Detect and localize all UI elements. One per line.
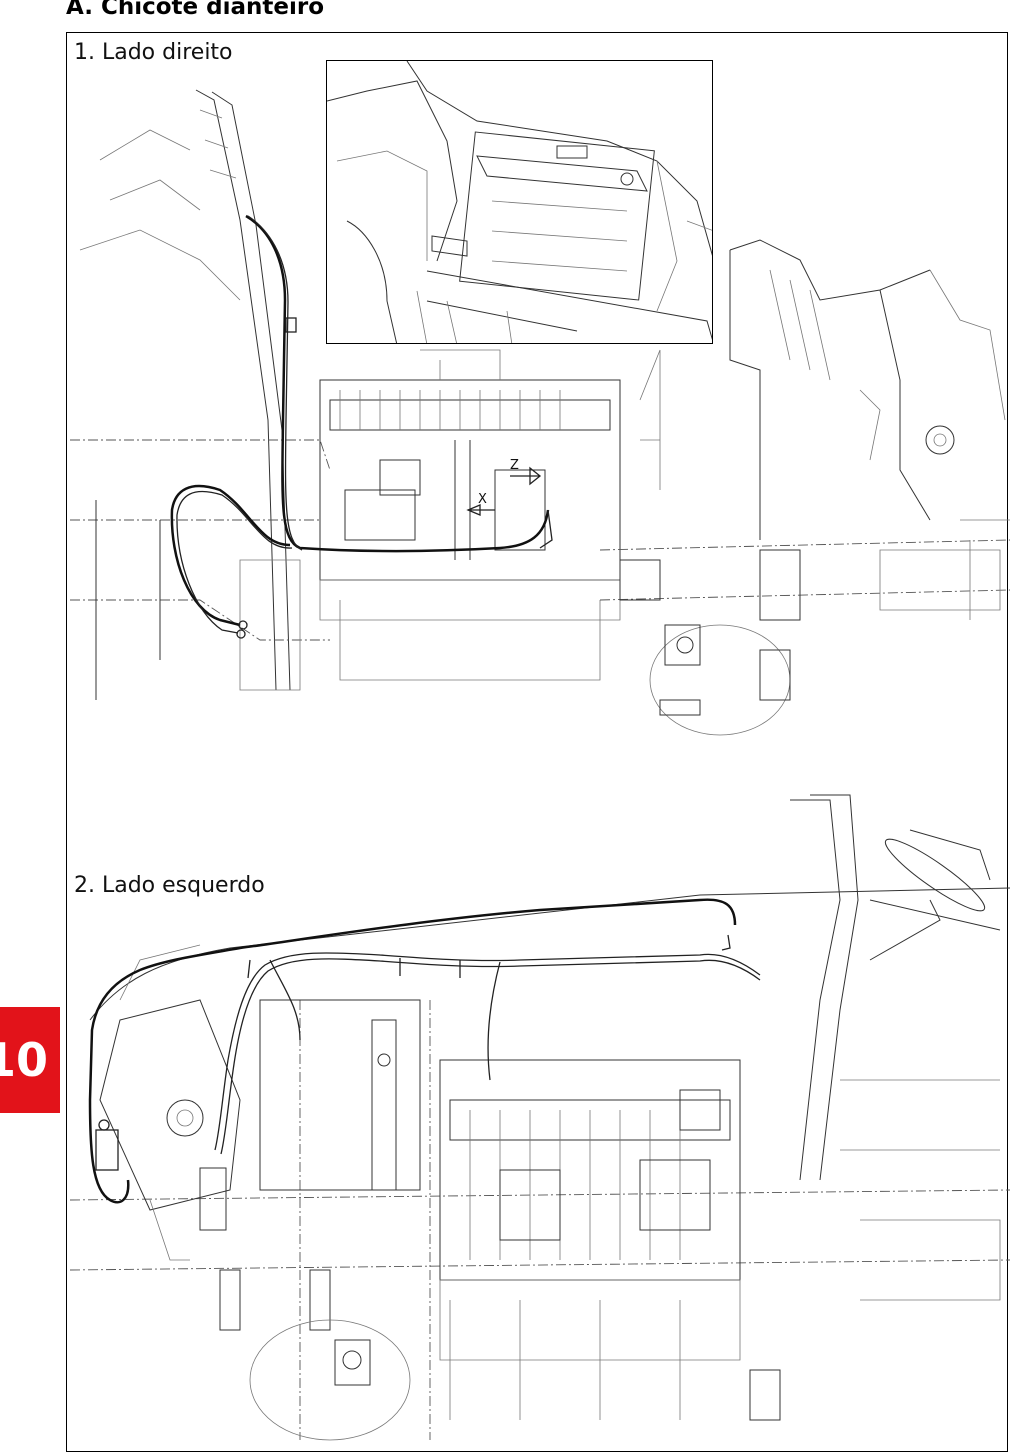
panel-label-right-side: 1. Lado direito [74, 40, 233, 65]
panel-label-left-side: 2. Lado esquerdo [74, 873, 265, 898]
battery-box-detail-inset [326, 60, 713, 344]
chapter-tab: 10 [0, 1007, 60, 1113]
callout-z: Z [510, 458, 519, 473]
right-side-drawing [70, 89, 1011, 736]
callout-x: X [478, 492, 487, 507]
section-title: A. Chicote dianteiro [66, 0, 325, 20]
chapter-number: 10 [0, 1033, 48, 1087]
battery-box-detail-drawing [327, 61, 712, 343]
